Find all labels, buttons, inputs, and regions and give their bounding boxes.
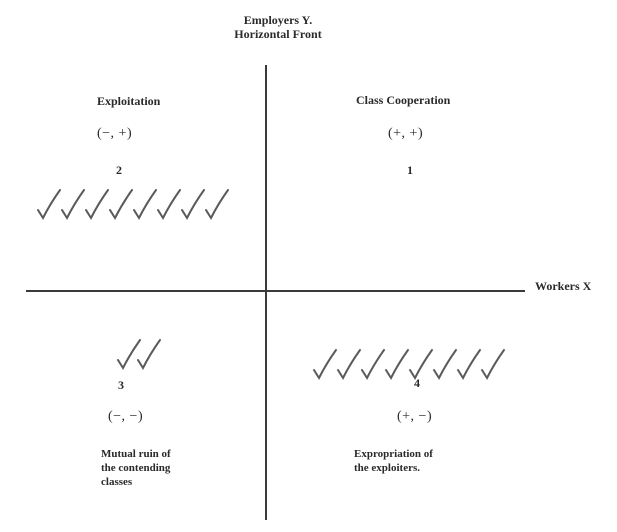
quadrant-4-check-mark	[433, 349, 457, 381]
quadrant-4-description-line: the exploiters.	[354, 462, 420, 474]
quadrant-3-description-line: Mutual ruin of	[101, 448, 171, 460]
quadrant-2-signs: (−, +)	[97, 126, 133, 141]
quadrant-2-check-mark	[181, 189, 205, 221]
y-axis-label: Employers Y. Horizontal Front	[208, 13, 348, 41]
quadrant-4-check-mark	[337, 349, 361, 381]
quadrant-3-description-line: the contending	[101, 462, 171, 474]
quadrant-4-check-mark	[313, 349, 337, 381]
quadrant-4-check-mark	[457, 349, 481, 381]
quadrant-2-check-mark	[85, 189, 109, 221]
quadrant-4-check-mark	[385, 349, 409, 381]
quadrant-2-number: 2	[116, 163, 122, 177]
x-axis-label: Workers X	[535, 279, 592, 293]
quadrant-2-check-mark	[157, 189, 181, 221]
quadrant-3-check-mark	[137, 339, 161, 371]
quadrant-3-description-line: classes	[101, 476, 133, 488]
y-axis-label-line2: Horizontal Front	[234, 27, 322, 41]
quadrant-1-title: Class Cooperation	[356, 93, 451, 107]
quadrant-2-check-mark	[133, 189, 157, 221]
quadrant-4-check-mark	[481, 349, 505, 381]
quadrant-2-check-mark	[61, 189, 85, 221]
y-axis	[265, 65, 267, 520]
quadrant-4-description-line: Expropriation of	[354, 448, 433, 460]
quadrant-4-check-mark	[361, 349, 385, 381]
x-axis	[26, 290, 525, 292]
quadrant-3-description: Mutual ruin of the contending classes	[101, 447, 171, 489]
quadrant-2-check-mark	[109, 189, 133, 221]
quadrant-3-check-mark	[117, 339, 141, 371]
quadrant-3-number: 3	[118, 378, 124, 392]
quadrant-2-title: Exploitation	[97, 94, 161, 108]
quadrant-4-check-mark	[409, 349, 433, 381]
quadrant-2-check-mark	[37, 189, 61, 221]
quadrant-1-number: 1	[407, 163, 413, 177]
y-axis-label-line1: Employers Y.	[243, 13, 313, 27]
quadrant-4-number: 4	[414, 376, 420, 390]
quadrant-1-signs: (+, +)	[388, 126, 424, 141]
quadrant-4-signs: (+, −)	[397, 409, 433, 424]
quadrant-2-check-mark	[205, 189, 229, 221]
quadrant-3-signs: (−, −)	[108, 409, 144, 424]
quadrant-4-description: Expropriation of the exploiters.	[354, 447, 433, 475]
